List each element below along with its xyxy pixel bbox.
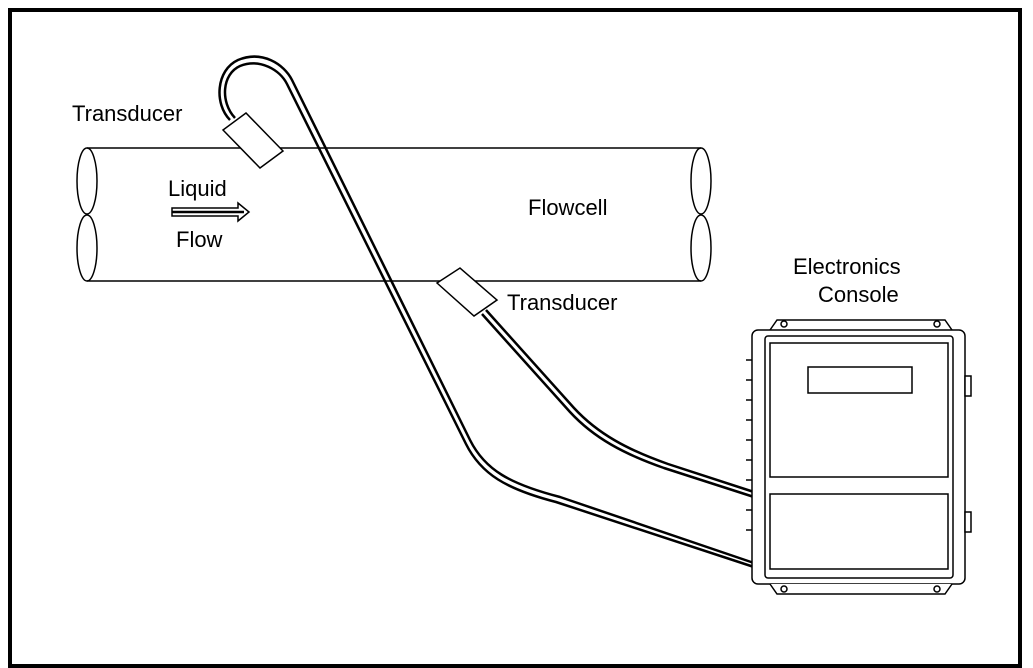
electronics-console	[746, 319, 972, 595]
cable-upper-transducer	[218, 55, 755, 569]
transducer-bottom	[435, 267, 499, 317]
label-electronics: Electronics	[793, 254, 901, 279]
label-flowcell: Flowcell	[528, 195, 607, 220]
flow-arrow	[171, 201, 251, 223]
label-console: Console	[818, 282, 899, 307]
flowcell-pipe	[76, 147, 712, 282]
transducer-top	[221, 112, 285, 169]
label-transducer-bottom: Transducer	[507, 290, 617, 315]
label-flow: Flow	[176, 227, 223, 252]
label-liquid: Liquid	[168, 176, 227, 201]
cable-lower-transducer	[481, 309, 755, 499]
label-transducer-top: Transducer	[72, 101, 182, 126]
flowmeter-diagram: Transducer Transducer Liquid Flow Flowce…	[72, 55, 972, 595]
